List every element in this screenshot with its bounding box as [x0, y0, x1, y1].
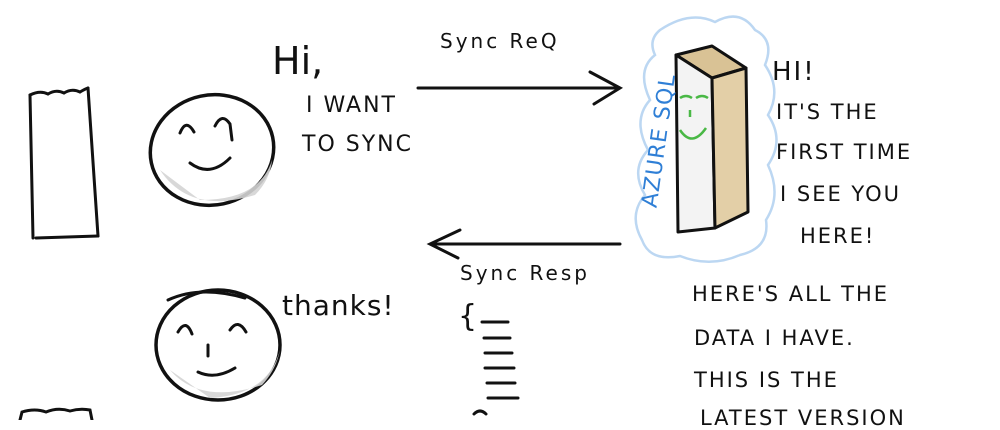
server-reply-see-you: I see you	[780, 182, 901, 206]
server-reply-here: here!	[800, 224, 876, 248]
client-face-bottom	[154, 288, 282, 402]
server-data-line-1: Here's all the	[692, 282, 890, 306]
sync-response-arrow	[426, 228, 622, 260]
sync-request-label: Sync ReQ	[440, 29, 560, 53]
server-reply-hi: Hi!	[772, 57, 816, 87]
azure-glow	[634, 15, 778, 263]
client-device-top	[28, 86, 100, 240]
server-data-line-3: This is the	[694, 368, 839, 392]
client-greeting-hi: Hi,	[272, 39, 324, 83]
client-greeting-want: I want	[306, 93, 397, 118]
server-reply-first-time-1: It's the	[776, 100, 879, 124]
server-data-line-2: data I have.	[694, 326, 855, 350]
client-greeting-sync: to sync	[302, 132, 413, 157]
response-payload-lines	[472, 320, 520, 416]
client-face-top	[148, 92, 276, 208]
sync-response-label: Sync Resp	[460, 261, 590, 285]
sync-request-arrow	[416, 70, 624, 106]
client-device-bottom	[18, 407, 94, 420]
azure-sql-server	[674, 44, 750, 234]
server-reply-first-time-2: first time	[776, 140, 913, 164]
server-data-line-4: latest version	[700, 406, 906, 430]
sketch-canvas	[18, 15, 778, 420]
client-thanks: thanks!	[282, 289, 395, 322]
payload-brace: {	[458, 299, 478, 334]
